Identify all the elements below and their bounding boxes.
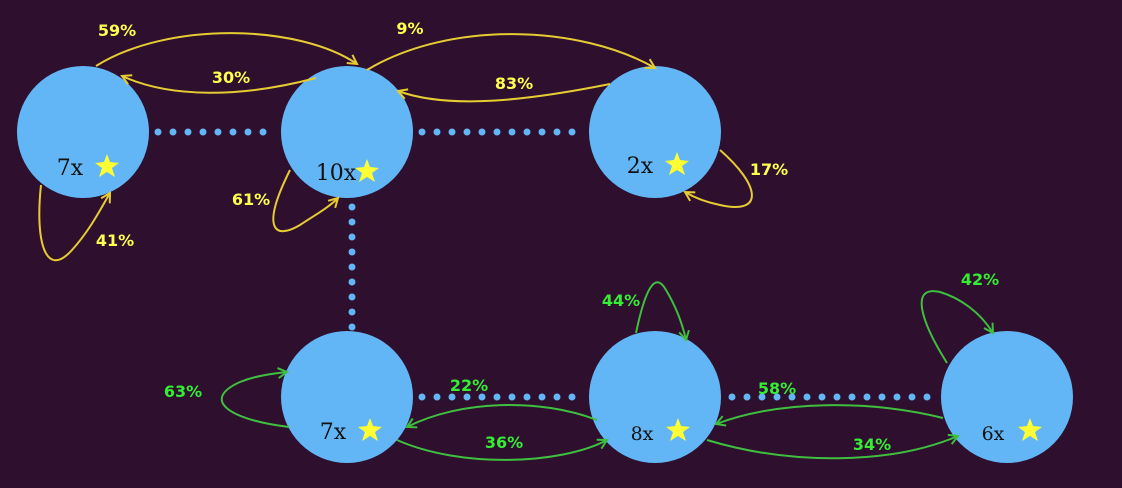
label-n3-to-n2: 83% (495, 74, 533, 93)
top-row-arrows (38, 32, 753, 262)
node-multiplier: 7x (57, 156, 84, 181)
arrow-n2-self (272, 169, 338, 233)
label-n5-to-n4: 22% (450, 376, 488, 395)
arrow-n4-self (220, 372, 290, 428)
dotted-links (154, 128, 934, 401)
label-n4-self: 63% (164, 382, 202, 401)
star-icon (358, 418, 382, 441)
node-circle (941, 331, 1073, 463)
arrow-n1-self (38, 184, 110, 262)
label-n2-to-n1: 30% (212, 68, 250, 87)
node-circle (281, 66, 413, 198)
label-n5-to-n6: 34% (853, 435, 891, 454)
label-n3-self: 17% (750, 160, 788, 179)
label-n6-self: 42% (961, 270, 999, 289)
node-n4: 7x (281, 331, 413, 463)
node-n5: 8x (589, 331, 721, 463)
label-n6-to-n5: 58% (758, 379, 796, 398)
arrow-n6-to-n5 (716, 404, 944, 424)
label-n2-to-n3: 9% (396, 19, 423, 38)
node-multiplier: 7x (320, 420, 347, 445)
arrow-n5-to-n6 (706, 436, 958, 460)
star-icon (355, 159, 379, 182)
node-n2: 10x (281, 66, 413, 198)
label-n5-self: 44% (602, 291, 640, 310)
star-icon (1018, 418, 1042, 441)
arrow-n3-self (685, 149, 753, 208)
label-n4-to-n5: 36% (485, 433, 523, 452)
node-multiplier: 6x (982, 423, 1005, 445)
node-n3: 2x (589, 66, 721, 198)
star-icon (95, 154, 119, 177)
star-icon (666, 418, 690, 441)
node-circle (589, 331, 721, 463)
node-multiplier: 8x (631, 423, 654, 445)
arrow-n1-to-n2 (95, 32, 357, 67)
star-icon (665, 152, 689, 175)
label-n2-self: 61% (232, 190, 270, 209)
arrow-n3-to-n2 (398, 83, 611, 103)
label-n1-to-n2: 59% (98, 21, 136, 40)
label-n1-self: 41% (96, 231, 134, 250)
arrow-n2-to-n3 (366, 33, 655, 71)
bottom-row-arrows (220, 281, 993, 461)
node-circle (589, 66, 721, 198)
node-multiplier: 2x (627, 154, 654, 179)
arrow-n4-to-n5 (396, 440, 607, 461)
bottom-row-labels: 63% 22% 36% 44% 58% 34% 42% (164, 270, 999, 454)
arrow-n2-to-n1 (122, 76, 317, 94)
node-n1: 7x (17, 66, 149, 198)
arrow-n5-self (635, 281, 686, 340)
node-circle (281, 331, 413, 463)
node-n6: 6x (941, 331, 1073, 463)
node-multiplier: 10x (316, 161, 357, 186)
arrow-n6-self (920, 290, 993, 364)
arrow-n5-to-n4 (407, 403, 598, 427)
top-row-labels: 59% 30% 9% 83% 41% 61% 17% (96, 19, 788, 250)
